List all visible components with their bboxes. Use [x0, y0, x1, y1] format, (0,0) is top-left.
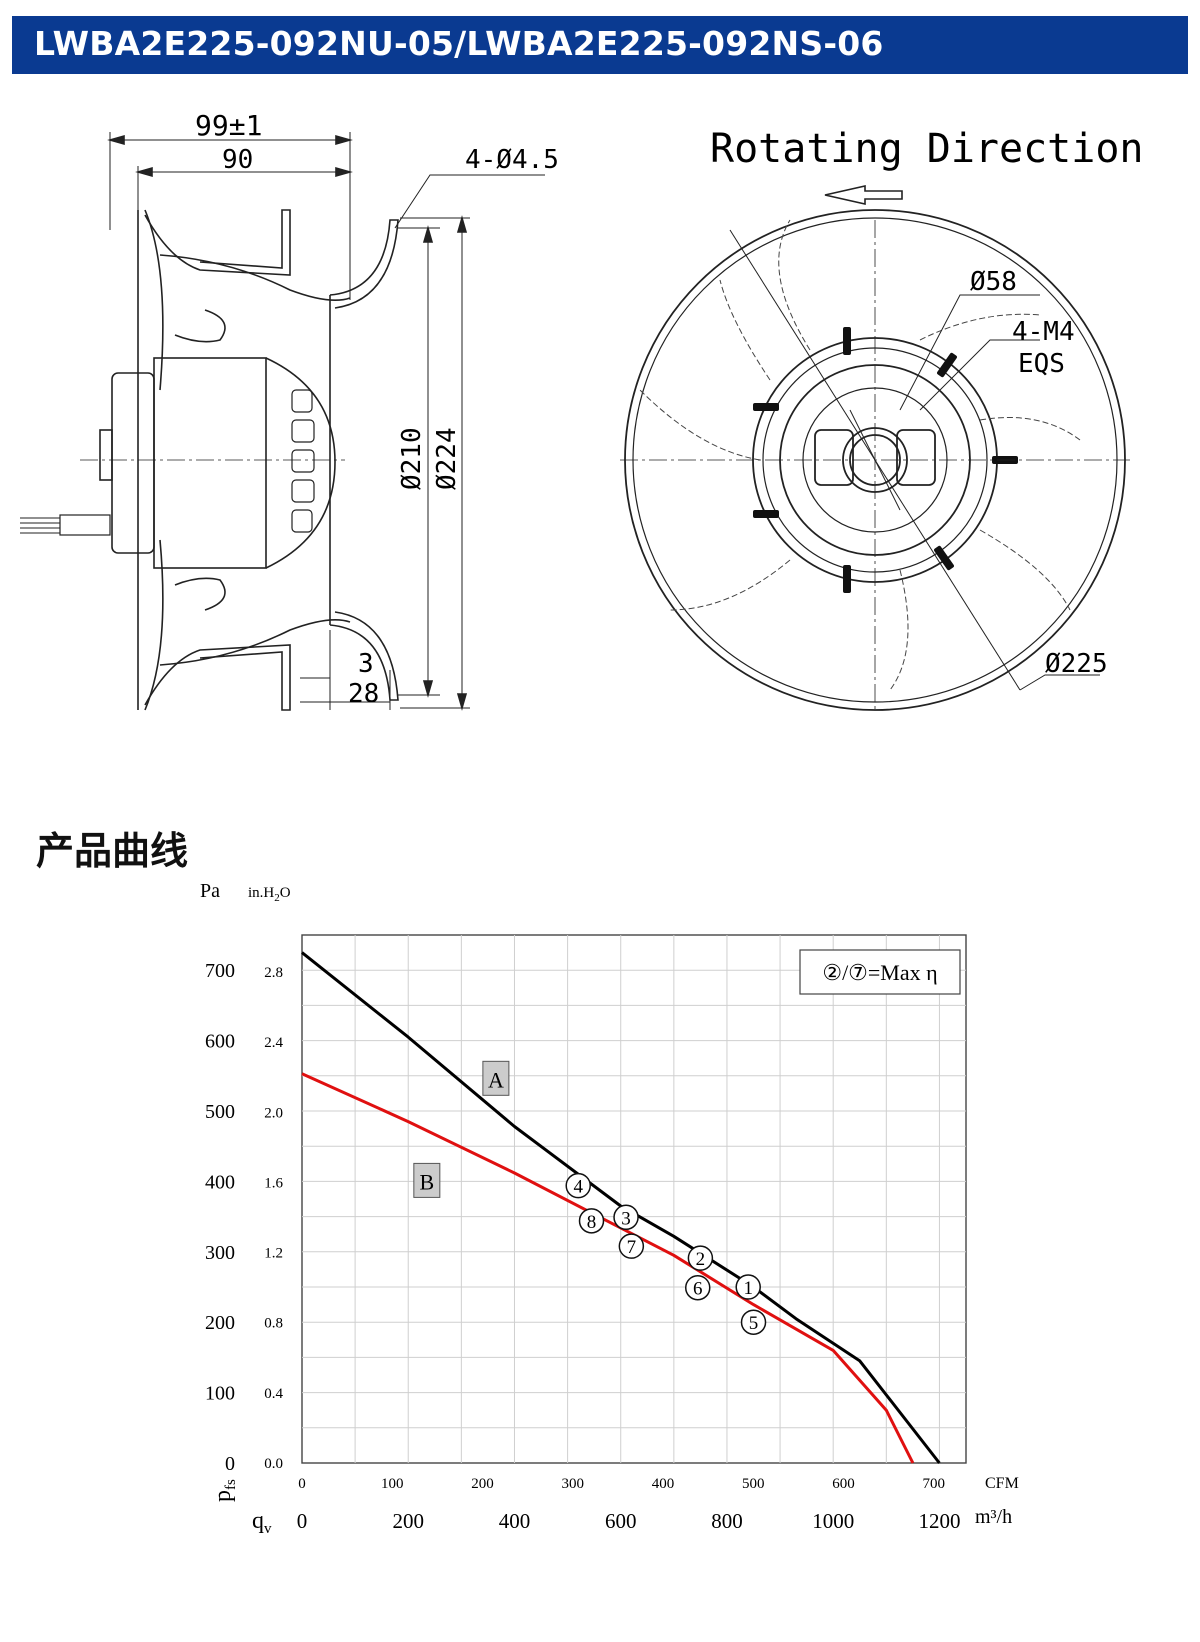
x-axis-symbol: qv — [252, 1508, 272, 1537]
y-tick-pa: 500 — [205, 1101, 235, 1123]
x-tick-cfm: 0 — [298, 1476, 306, 1492]
dim-d224: Ø224 — [432, 427, 462, 490]
x-tick-m3h: 0 — [297, 1509, 308, 1533]
y-tick-inh2o: 2.4 — [264, 1035, 283, 1051]
y-tick-pa: 0 — [225, 1453, 235, 1475]
dim-4-m4: 4-M4 — [1012, 317, 1075, 347]
curve-label-A: A — [488, 1067, 504, 1092]
section-title: 产品曲线 — [36, 829, 189, 873]
y-tick-pa: 300 — [205, 1242, 235, 1264]
front-view-drawing: Rotating Direction — [620, 126, 1143, 711]
x-tick-cfm: 700 — [923, 1476, 946, 1492]
series-line-A — [301, 951, 941, 1464]
rotating-direction-label: Rotating Direction — [710, 126, 1143, 172]
x-tick-cfm: 400 — [652, 1476, 675, 1492]
dim-overall-width: 99±1 — [195, 109, 262, 142]
dim-3: 3 — [358, 649, 374, 679]
point-marker-label: 1 — [743, 1278, 753, 1299]
point-marker-label: 3 — [621, 1208, 631, 1229]
x-tick-m3h: 600 — [605, 1509, 637, 1533]
curve-label-box-B — [413, 1162, 441, 1198]
x-tick-m3h: 1000 — [812, 1509, 854, 1533]
curve-label-B: B — [419, 1169, 434, 1194]
x-tick-cfm: 600 — [832, 1476, 855, 1492]
point-marker-label: 7 — [627, 1237, 637, 1258]
y-tick-pa: 600 — [205, 1031, 235, 1053]
point-marker-label: 8 — [587, 1212, 597, 1233]
legend-box — [799, 949, 961, 995]
point-marker — [740, 1309, 767, 1335]
y-tick-pa: 700 — [205, 960, 235, 982]
x-tick-cfm: 500 — [742, 1476, 765, 1492]
y-tick-inh2o: 0.0 — [264, 1456, 283, 1472]
x-tick-m3h: 1200 — [918, 1509, 960, 1533]
point-marker — [684, 1274, 711, 1301]
x-tick-m3h: 400 — [499, 1509, 531, 1533]
point-marker — [687, 1245, 714, 1271]
point-marker — [735, 1274, 761, 1300]
dim-d225: Ø225 — [1045, 649, 1108, 679]
x-tick-m3h: 800 — [711, 1509, 743, 1533]
y-tick-inh2o: 1.2 — [264, 1246, 283, 1262]
legend-note: ②/⑦=Max η — [822, 960, 937, 985]
dim-eqs: EQS — [1018, 349, 1065, 379]
rotation-arrow-icon — [824, 185, 903, 205]
y-tick-pa: 100 — [205, 1383, 235, 1405]
x-unit-cfm: CFM — [985, 1475, 1019, 1492]
y-tick-pa: 400 — [205, 1171, 235, 1193]
curve-label-box-A — [482, 1060, 510, 1096]
y-unit-pa: Pa — [200, 880, 220, 902]
x-tick-m3h: 200 — [392, 1509, 424, 1533]
dim-28: 28 — [348, 679, 379, 709]
point-marker — [578, 1208, 605, 1234]
side-view-drawing: 99±1 90 4-Ø4.5 Ø210 Ø224 3 28 — [20, 109, 559, 711]
point-marker — [565, 1172, 591, 1199]
title-banner: LWBA2E225-092NU-05/LWBA2E225-092NS-06 — [12, 16, 1188, 74]
x-tick-cfm: 100 — [381, 1476, 404, 1492]
y-tick-inh2o: 0.8 — [264, 1316, 283, 1332]
y-axis-symbol: pfs — [210, 1479, 239, 1502]
dim-d58: Ø58 — [970, 267, 1017, 297]
point-marker — [613, 1204, 639, 1231]
x-unit-m3h: m³/h — [975, 1506, 1012, 1528]
dim-holes: 4-Ø4.5 — [465, 145, 559, 175]
page-title: LWBA2E225-092NU-05/LWBA2E225-092NS-06 — [34, 24, 884, 63]
y-tick-inh2o: 2.8 — [264, 965, 283, 981]
point-marker-label: 4 — [573, 1177, 583, 1198]
point-marker-label: 2 — [696, 1249, 706, 1270]
point-marker-label: 6 — [693, 1279, 703, 1300]
point-marker-label: 5 — [749, 1313, 759, 1334]
performance-chart: 01002003004005006007000.00.40.81.21.62.0… — [200, 880, 1019, 1537]
series-line-B — [301, 1072, 915, 1464]
y-tick-pa: 200 — [205, 1312, 235, 1334]
y-unit-inh2o: in.H2O — [248, 885, 291, 904]
x-tick-cfm: 300 — [562, 1476, 585, 1492]
y-tick-inh2o: 1.6 — [264, 1175, 283, 1191]
x-tick-cfm: 200 — [471, 1476, 494, 1492]
dim-inner-width: 90 — [222, 145, 253, 175]
y-tick-inh2o: 2.0 — [264, 1105, 283, 1121]
plot-area — [301, 934, 967, 1464]
dim-d210: Ø210 — [397, 427, 427, 490]
point-marker — [618, 1233, 645, 1259]
y-tick-inh2o: 0.4 — [264, 1386, 283, 1402]
